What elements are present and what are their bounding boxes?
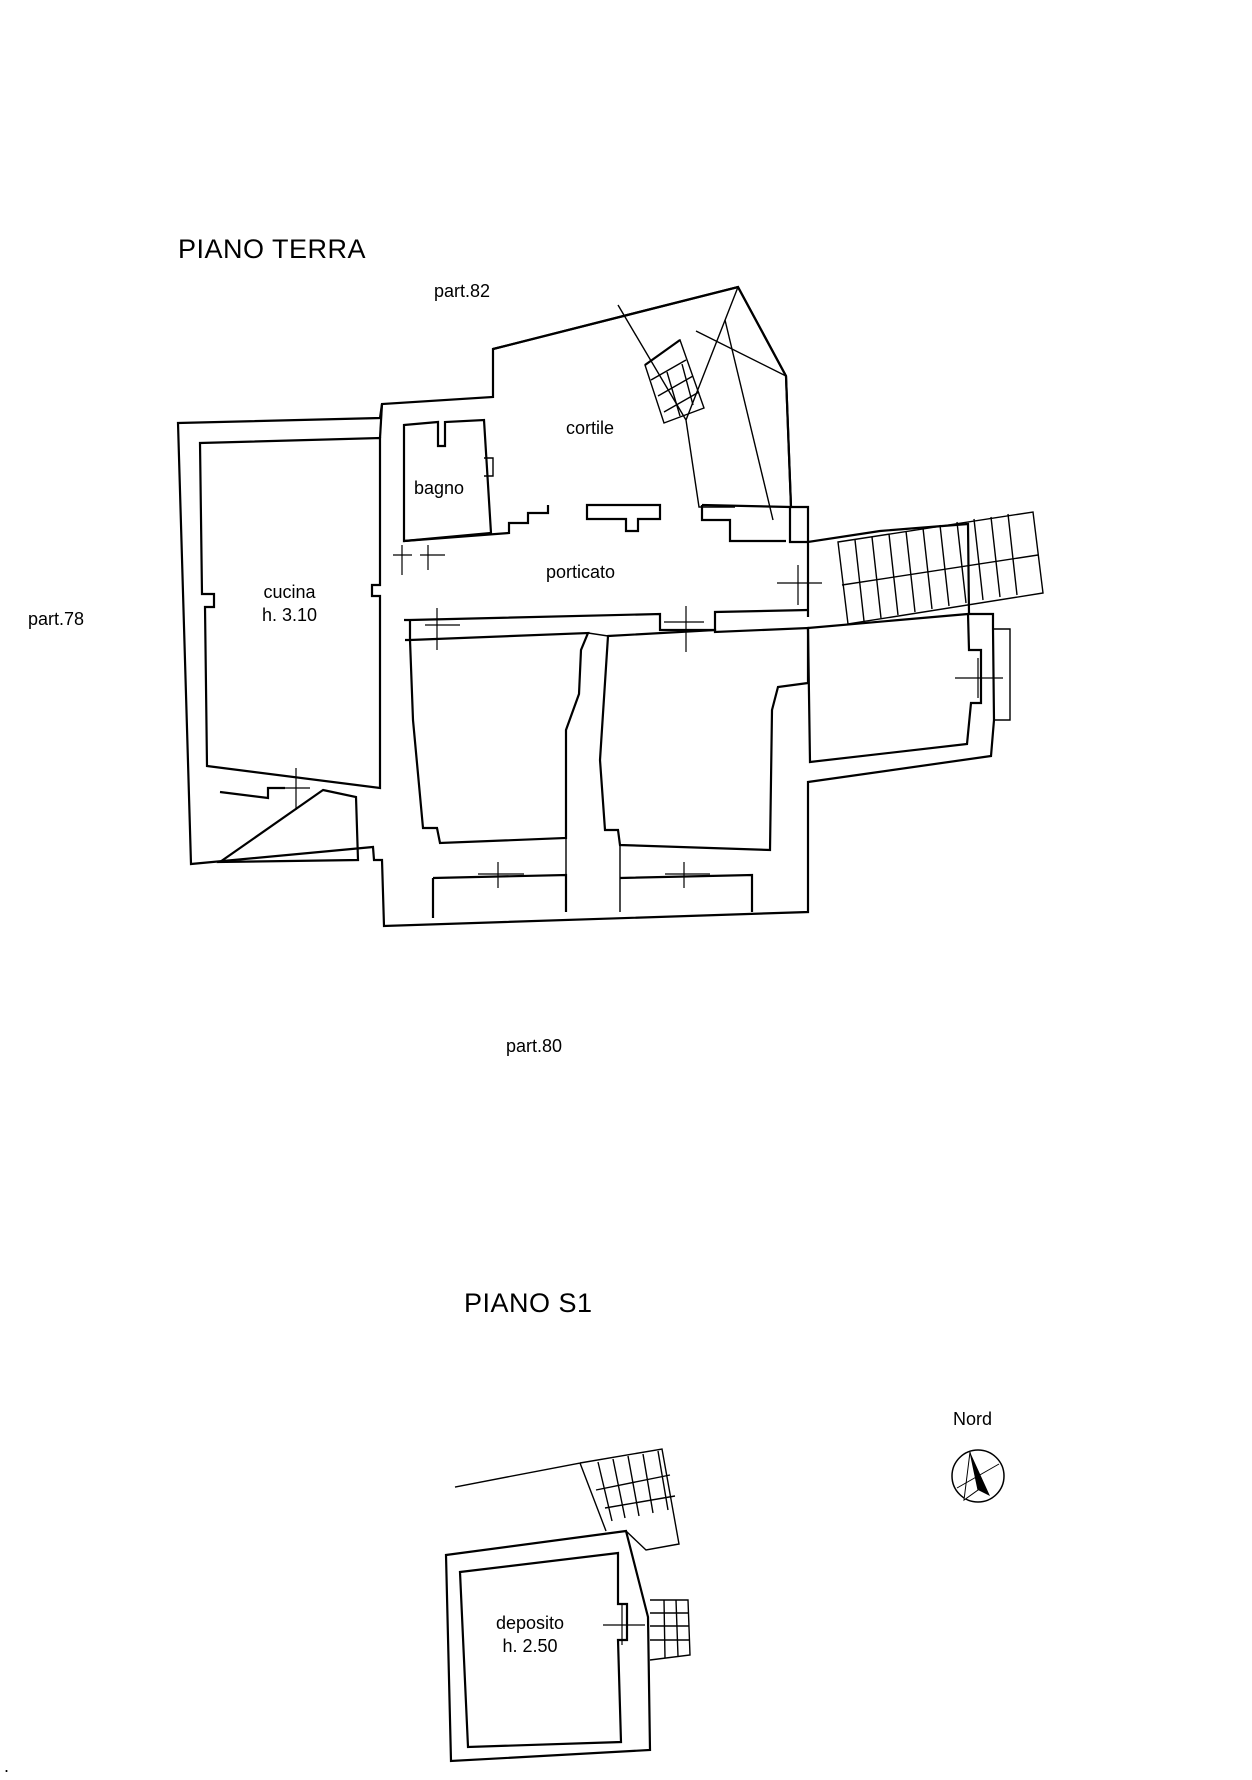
cucina-height: h. 3.10: [262, 605, 318, 625]
ground-floor-title: PIANO TERRA: [178, 234, 367, 264]
cucina-walls: [198, 436, 382, 790]
room-label-deposito: deposito h. 2.50: [496, 1612, 564, 1658]
basement-stair: [595, 1450, 676, 1522]
footer-mark: .: [4, 1756, 10, 1776]
south-bays: [431, 873, 754, 918]
room-label-porticato: porticato: [546, 562, 616, 582]
room-label-bagno: bagno: [414, 478, 465, 498]
deposito-door: [603, 1605, 645, 1645]
cortile-stair: [644, 338, 705, 424]
cucina-name: cucina: [263, 582, 316, 602]
bagno-shower: [484, 457, 494, 477]
parcel-north-label: part.82: [434, 281, 491, 301]
room-east-annex: [806, 612, 983, 764]
compass-label: Nord: [953, 1409, 993, 1429]
cortile-walls: [492, 285, 793, 508]
cortile-inner-line: [617, 286, 787, 508]
east-bay-frame: [993, 628, 1011, 721]
deposito-name: deposito: [496, 1613, 565, 1633]
basement-plan: [444, 1448, 691, 1763]
basement-title: PIANO S1: [464, 1288, 593, 1318]
basement-north-line: [454, 1462, 581, 1488]
basement-outer-wall: [444, 1529, 652, 1763]
porticato-walls: [403, 503, 810, 617]
room-east: [598, 626, 810, 852]
room-label-cucina: cucina h. 3.10: [262, 581, 317, 627]
basement-east-stair: [649, 1599, 691, 1661]
central-corridor: [565, 632, 621, 912]
room-label-cortile: cortile: [566, 418, 615, 438]
basement-stair-frame: [579, 1448, 680, 1551]
cortile-east-line: [724, 319, 774, 521]
east-stair: [837, 511, 1044, 625]
parcel-south-label: part.80: [506, 1036, 563, 1056]
ground-floor-plan: [176, 285, 1044, 928]
north-compass-icon: [951, 1449, 1005, 1503]
door-marks: [283, 545, 1003, 888]
porticato-south-wall: [404, 608, 809, 642]
deposito-height: h. 2.50: [502, 1636, 558, 1656]
cucina-east-wall: [378, 403, 384, 439]
storage-southwest: [216, 786, 360, 864]
deposito-walls: [458, 1551, 629, 1749]
room-west: [408, 631, 590, 845]
parcel-west-label: part.78: [28, 609, 85, 629]
